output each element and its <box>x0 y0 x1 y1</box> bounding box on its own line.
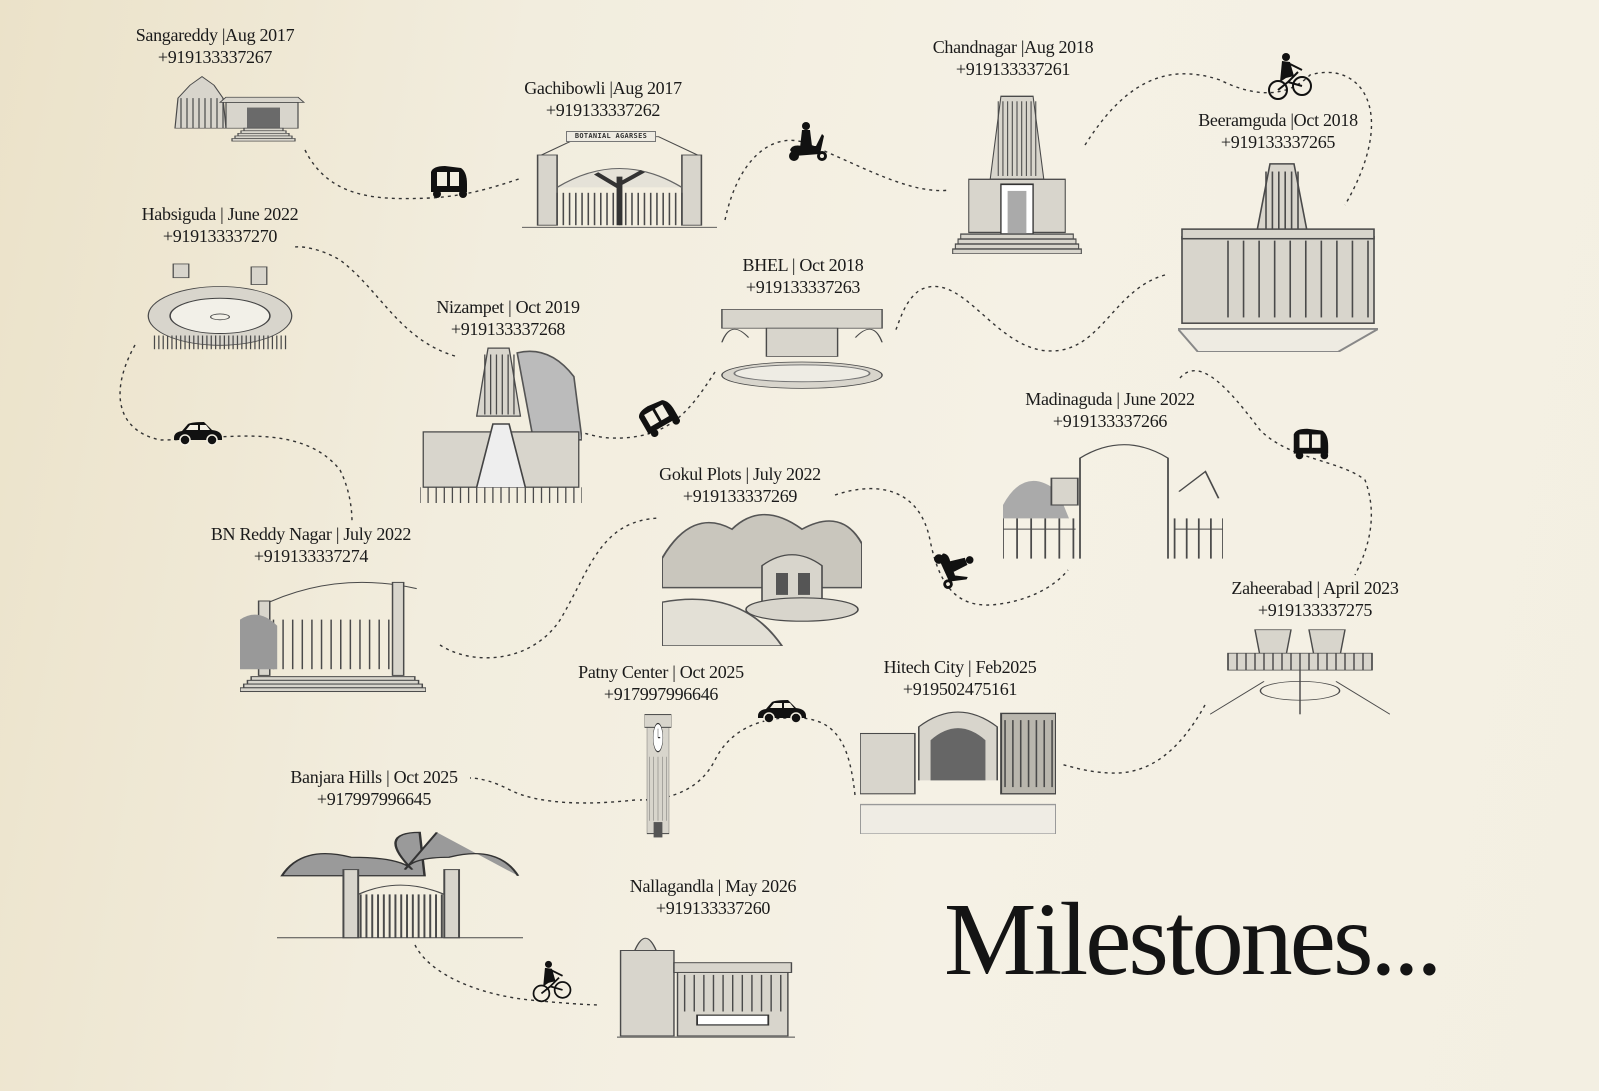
milestone-label: Nallagandla | May 2026+919133337260 <box>629 875 797 919</box>
milestone-label: Patny Center | Oct 2025+917997996646 <box>578 661 744 705</box>
milestone-phone: +919133337268 <box>450 319 566 339</box>
bicycle-icon <box>530 960 574 1004</box>
milestone-title: Nizampet | Oct 2019 <box>436 297 580 317</box>
milestone-phone: +919133337269 <box>682 486 798 506</box>
milestone-phone: +919133337267 <box>157 47 273 67</box>
milestone-phone: +919133337263 <box>745 277 861 297</box>
gopuram-icon <box>950 88 1084 254</box>
stadium-icon <box>142 262 298 360</box>
shrine-icon <box>617 920 795 1042</box>
milestone-phone: +919133337270 <box>162 226 278 246</box>
milestone-title: Zaheerabad | April 2023 <box>1231 578 1399 598</box>
route-segment <box>579 371 716 439</box>
milestone-label: Gokul Plots | July 2022+919133337269 <box>659 463 821 507</box>
route-segment <box>469 777 636 804</box>
hill-temple-icon <box>420 345 582 503</box>
milestone-label: BHEL | Oct 2018+919133337263 <box>743 254 864 298</box>
park-icon <box>662 500 862 646</box>
arch-building-icon <box>860 700 1056 834</box>
auto-rickshaw-icon <box>630 391 686 444</box>
route-segment <box>724 139 951 221</box>
milestone-title: Chandnagar |Aug 2018 <box>932 37 1094 57</box>
milestone-phone: +919133337262 <box>545 100 661 120</box>
milestone-phone: +919133337266 <box>1052 411 1168 431</box>
fountain-icon <box>713 300 891 394</box>
milestone-label: BN Reddy Nagar | July 2022+919133337274 <box>210 523 412 567</box>
bicycle-icon <box>1268 52 1312 102</box>
milestone-phone: +917997996646 <box>603 684 719 704</box>
milestone-label: Zaheerabad | April 2023+919133337275 <box>1231 577 1398 621</box>
milestone-title: BHEL | Oct 2018 <box>742 255 864 275</box>
car-icon <box>756 698 808 724</box>
route-segment <box>304 149 523 200</box>
garden-gate-icon <box>522 128 717 236</box>
milestone-title: Beeramguda |Oct 2018 <box>1198 110 1358 130</box>
milestone-phone: +919502475161 <box>902 679 1018 699</box>
milestone-title: Madinaguda | June 2022 <box>1025 389 1195 409</box>
milestone-label: Banjara Hills | Oct 2025+917997996645 <box>290 766 458 810</box>
scooter-icon <box>928 540 984 595</box>
car-icon <box>172 420 224 446</box>
milestone-title: Habsiguda | June 2022 <box>141 204 299 224</box>
park-gate-icon <box>1003 438 1223 572</box>
milestone-title: Patny Center | Oct 2025 <box>578 662 744 682</box>
route-segment <box>1059 704 1206 774</box>
milestone-phone: +919133337275 <box>1257 600 1373 620</box>
milestone-label: Chandnagar |Aug 2018+919133337261 <box>933 36 1094 80</box>
route-segment <box>439 517 661 659</box>
route-segment <box>1084 71 1373 206</box>
page-title: Milestones... <box>944 882 1442 997</box>
milestone-phone: +919133337261 <box>955 59 1071 79</box>
milestone-title: Banjara Hills | Oct 2025 <box>290 767 458 787</box>
milestone-title: BN Reddy Nagar | July 2022 <box>210 524 412 544</box>
gate-sign: BOTANIAL AGARSES <box>566 131 656 142</box>
plaza-icon <box>1210 625 1390 719</box>
temple-hall-icon <box>1178 160 1378 352</box>
milestone-label: Sangareddy |Aug 2017+919133337267 <box>136 24 295 68</box>
auto-rickshaw-icon <box>1288 426 1332 462</box>
temple-icon <box>160 68 310 154</box>
clock-tower-icon <box>636 712 680 840</box>
auto-rickshaw-icon <box>425 164 471 200</box>
milestone-label: Hitech City | Feb2025+919502475161 <box>884 656 1037 700</box>
milestone-title: Hitech City | Feb2025 <box>883 657 1037 677</box>
arch-gate-icon <box>240 570 426 694</box>
milestone-label: Gachibowli |Aug 2017+919133337262 <box>524 77 682 121</box>
milestone-label: Habsiguda | June 2022+919133337270 <box>142 203 299 247</box>
milestone-label: Nizampet | Oct 2019+919133337268 <box>436 296 580 340</box>
milestone-phone: +919133337260 <box>655 898 771 918</box>
milestone-phone: +919133337274 <box>253 546 369 566</box>
route-segment <box>294 246 456 357</box>
milestone-title: Nallagandla | May 2026 <box>629 876 797 896</box>
milestone-title: Sangareddy |Aug 2017 <box>135 25 295 45</box>
milestone-phone: +917997996645 <box>316 789 432 809</box>
scooter-icon <box>786 120 830 164</box>
milestone-label: Madinaguda | June 2022+919133337266 <box>1025 388 1195 432</box>
milestone-title: Gachibowli |Aug 2017 <box>524 78 682 98</box>
route-segment <box>414 944 601 1006</box>
milestone-phone: +919133337265 <box>1220 132 1336 152</box>
milestone-title: Gokul Plots | July 2022 <box>659 464 821 484</box>
route-segment <box>119 344 353 523</box>
route-segment <box>894 274 1166 352</box>
peacock-gate-icon <box>277 820 523 944</box>
milestone-label: Beeramguda |Oct 2018+919133337265 <box>1198 109 1358 153</box>
